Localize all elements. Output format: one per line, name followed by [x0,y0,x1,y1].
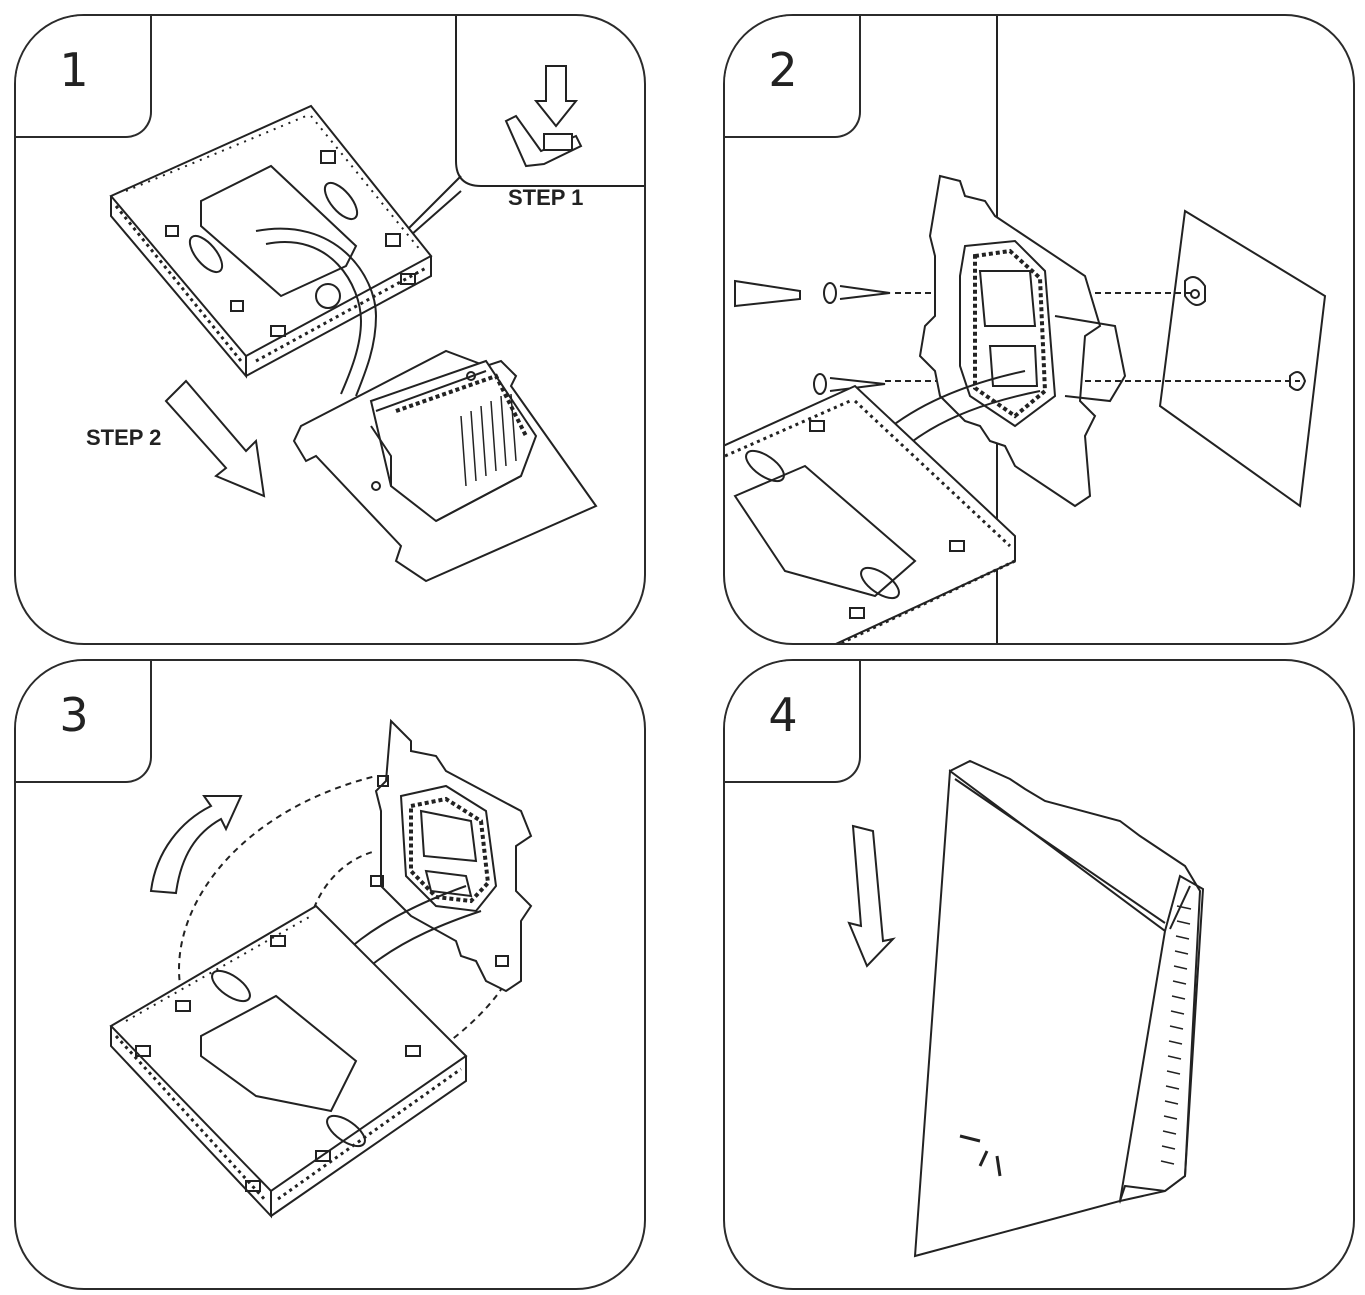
push-down-arrow [847,824,896,968]
mounting-frame [918,174,1127,508]
step-number: 1 [59,43,89,97]
back-plate [725,384,1016,643]
back-plate [109,104,433,379]
rotate-arrow [149,795,243,895]
thermostat-cover [913,759,1205,1258]
step1-inset-icon [504,65,583,168]
mounting-frame [370,718,533,993]
panel-step-3: 3 [14,659,646,1290]
wall-box [1158,209,1327,508]
panel-step-4: 4 [723,659,1355,1290]
step-number-tab: 1 [16,16,152,138]
step4-illustration [847,759,1205,1258]
step-number-tab: 4 [725,661,861,783]
inset-frame [455,16,644,187]
step3-illustration [109,718,533,1219]
back-plate [109,904,468,1219]
step-number-tab: 3 [16,661,152,783]
step2-illustration [725,16,1327,643]
mounting-frame [292,349,598,583]
panel-step-2: 2 [723,14,1355,645]
step-number: 3 [59,688,89,742]
step-number: 4 [768,688,798,742]
step1-illustration: STEP 1 STEP 2 [86,16,644,583]
step-number: 2 [768,43,798,97]
screws [734,279,891,395]
step1-label: STEP 1 [508,185,583,210]
step2-label: STEP 2 [86,425,161,450]
step-number-tab: 2 [725,16,861,138]
panel-step-1: 1 [14,14,646,645]
step2-arrow [164,379,266,498]
